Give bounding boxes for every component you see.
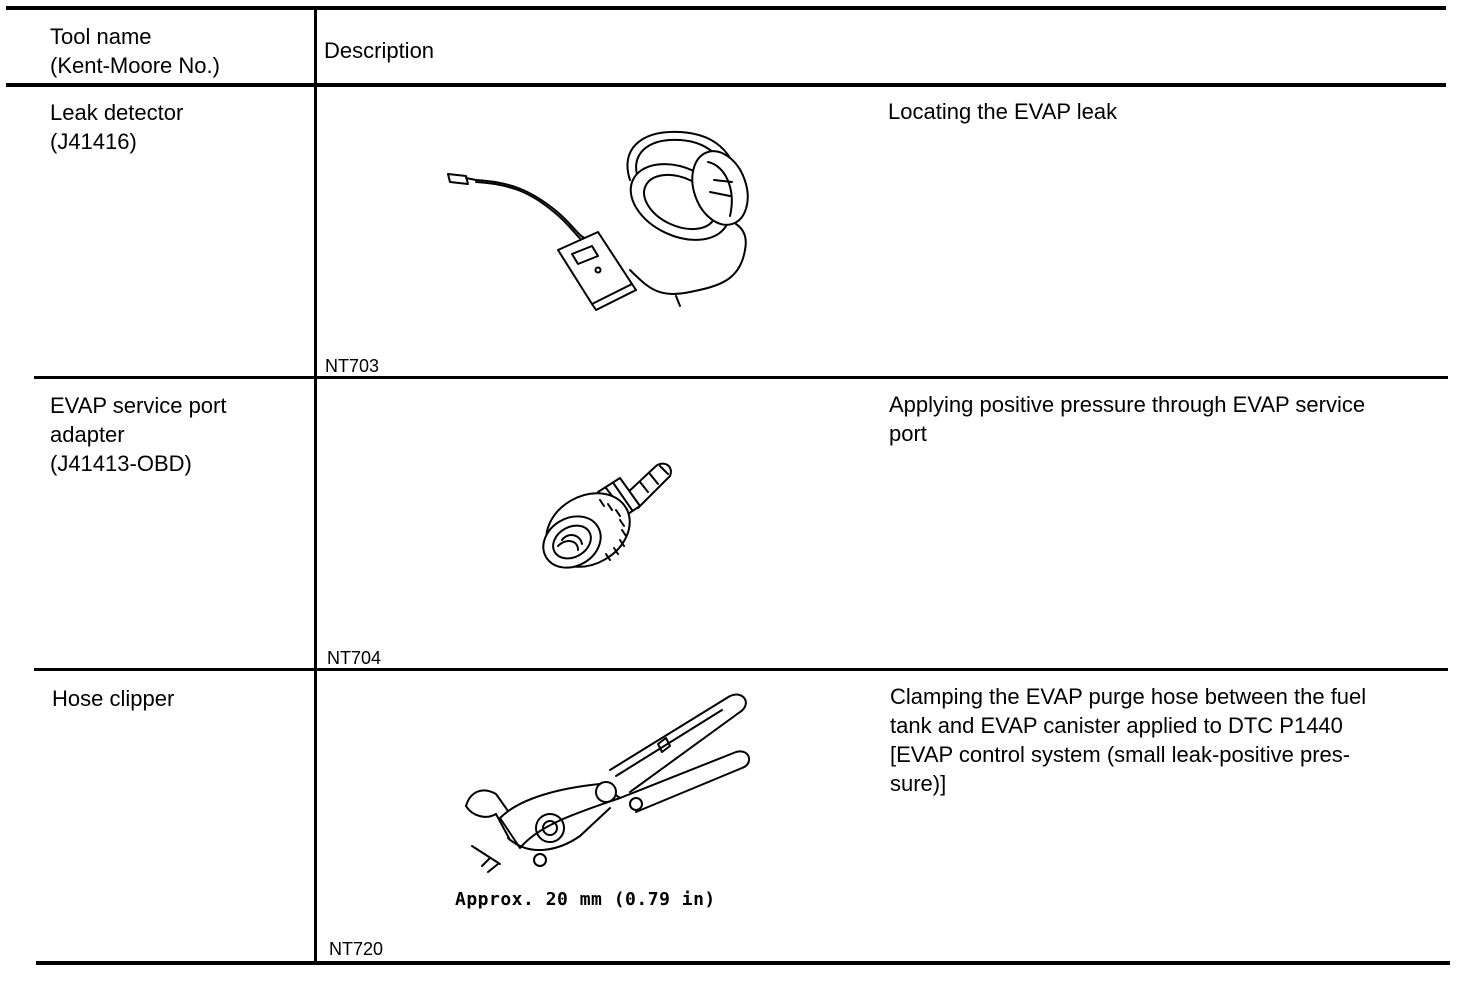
row-3-figure-code: NT720 — [329, 939, 384, 959]
table-bottom-rule — [36, 961, 1450, 965]
row-divider-1 — [34, 376, 1448, 379]
header-bottom-rule — [6, 83, 1446, 87]
row-1-description: Locating the EVAP leak — [888, 99, 1118, 124]
row-2-tool-name: EVAP service port adapter (J41413-OBD) — [50, 393, 227, 476]
hose-clipper-dimension-label: Approx. 20 mm (0.79 in) — [455, 889, 716, 910]
row-2-description: Applying positive pressure through EVAP … — [889, 392, 1366, 446]
leak-detector-illustration — [447, 130, 749, 311]
row-3-description: Clamping the EVAP purge hose between the… — [890, 684, 1367, 796]
column-divider-header — [314, 8, 317, 87]
row-3-tool-name: Hose clipper — [52, 686, 175, 711]
row-divider-2 — [34, 668, 1448, 671]
header-description: Description — [324, 38, 435, 63]
hose-clipper-illustration — [465, 693, 751, 873]
header-tool-name: Tool name (Kent-Moore No.) — [50, 24, 220, 78]
service-port-adapter-illustration — [542, 462, 672, 569]
row-1-figure-code: NT703 — [325, 356, 380, 376]
table-top-rule — [6, 6, 1446, 10]
row-1-tool-name: Leak detector (J41416) — [50, 100, 184, 154]
row-2-figure-code: NT704 — [327, 648, 382, 668]
column-divider-body — [314, 85, 317, 963]
